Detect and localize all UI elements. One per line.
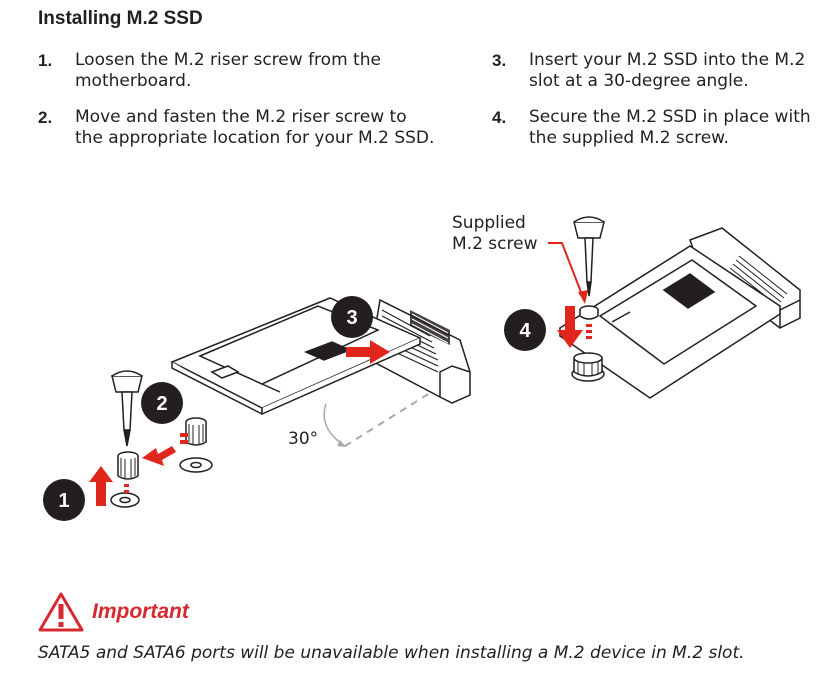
important-label: Important bbox=[92, 600, 189, 623]
step-3: 3. Insert your M.2 SSD into the M.2 slot… bbox=[492, 50, 837, 92]
m2-slot-connector bbox=[369, 298, 471, 404]
badge-label: 3 bbox=[346, 307, 357, 329]
step-2: 2. Move and fasten the M.2 riser screw t… bbox=[38, 107, 438, 149]
angle-label: 30° bbox=[288, 429, 318, 449]
step-number: 4. bbox=[492, 108, 507, 127]
left-diagram: 30° bbox=[43, 296, 471, 521]
insert-arrow bbox=[346, 340, 390, 364]
badge-label: 1 bbox=[58, 490, 69, 512]
section-title: Installing M.2 SSD bbox=[38, 8, 203, 29]
supplied-screw-icon bbox=[579, 305, 599, 320]
installation-illustration: 30° bbox=[43, 213, 801, 521]
m2-ssd-board bbox=[558, 245, 782, 399]
step-badge-3: 3 bbox=[331, 296, 373, 338]
important-note: SATA5 and SATA6 ports will be unavailabl… bbox=[38, 643, 745, 663]
screwdriver-icon bbox=[111, 370, 143, 447]
badge-label: 4 bbox=[519, 320, 531, 342]
steps-column-left: 1. Loosen the M.2 riser screw from the m… bbox=[38, 50, 438, 164]
riser-screw-icon bbox=[179, 417, 213, 473]
step-number: 3. bbox=[492, 51, 507, 70]
warning-triangle-icon bbox=[38, 592, 84, 632]
screwdriver-icon bbox=[573, 216, 605, 297]
screw-callout: Supplied M.2 screw bbox=[452, 213, 588, 304]
screw-label-line1: Supplied bbox=[452, 213, 526, 233]
right-diagram: Supplied M.2 screw 4 bbox=[452, 213, 801, 399]
step-number: 2. bbox=[38, 108, 53, 127]
step-text: Loosen the M.2 riser screw from the moth… bbox=[75, 50, 381, 91]
step-number: 1. bbox=[38, 51, 53, 70]
step-text: Insert your M.2 SSD into the M.2 slot at… bbox=[529, 50, 806, 91]
angle-indicator: 30° bbox=[288, 392, 431, 449]
step-text: Secure the M.2 SSD in place with the sup… bbox=[529, 107, 811, 148]
step-1: 1. Loosen the M.2 riser screw from the m… bbox=[38, 50, 438, 92]
badge-label: 2 bbox=[156, 393, 167, 415]
fasten-arrow bbox=[557, 306, 592, 348]
steps-column-right: 3. Insert your M.2 SSD into the M.2 slot… bbox=[492, 50, 837, 164]
riser-screw-icon bbox=[571, 352, 605, 382]
step-badge-1: 1 bbox=[43, 479, 85, 521]
step-text: Move and fasten the M.2 riser screw to t… bbox=[75, 107, 435, 148]
step-4: 4. Secure the M.2 SSD in place with the … bbox=[492, 107, 837, 149]
move-arrow bbox=[89, 433, 188, 506]
screw-label-line2: M.2 screw bbox=[452, 234, 538, 254]
riser-screw-icon bbox=[110, 451, 140, 508]
important-heading: Important bbox=[38, 592, 189, 632]
step-badge-2: 2 bbox=[141, 382, 183, 424]
step-badge-4: 4 bbox=[504, 309, 546, 351]
